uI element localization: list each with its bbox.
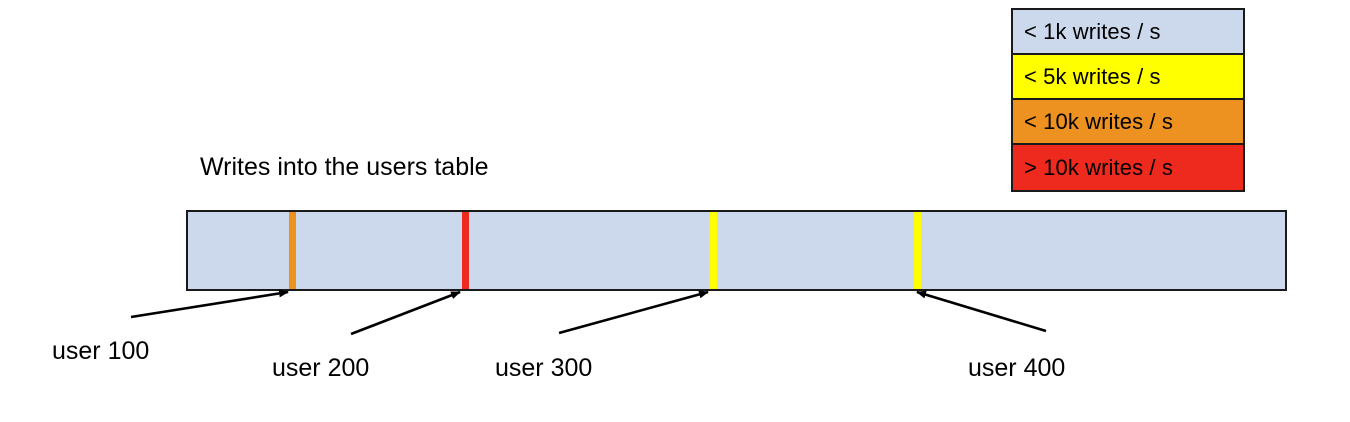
write-rate-legend: < 1k writes / s < 5k writes / s < 10k wr… xyxy=(1011,8,1245,192)
legend-label-under-10k: < 10k writes / s xyxy=(1024,108,1173,134)
callout-label-user-200: user 200 xyxy=(272,354,370,382)
hotspot-stripe-user-400 xyxy=(914,212,921,289)
chart-title: Writes into the users table xyxy=(200,153,489,181)
legend-row-under-1k: < 1k writes / s xyxy=(1013,10,1243,55)
users-table-keyspace-bar xyxy=(186,210,1287,291)
legend-row-under-10k: < 10k writes / s xyxy=(1013,100,1243,145)
legend-row-under-5k: < 5k writes / s xyxy=(1013,55,1243,100)
hotspot-stripe-user-200 xyxy=(462,212,469,289)
callout-label-user-400: user 400 xyxy=(968,354,1066,382)
legend-label-over-10k: > 10k writes / s xyxy=(1024,154,1173,180)
hotspot-stripe-user-100 xyxy=(289,212,296,289)
arrow-user-400 xyxy=(916,290,1047,333)
arrow-user-100 xyxy=(130,289,289,319)
callout-label-user-300: user 300 xyxy=(495,354,593,382)
arrow-user-300 xyxy=(558,290,709,335)
arrow-user-200 xyxy=(350,290,461,336)
hotspot-stripe-user-300 xyxy=(710,212,717,289)
callout-label-user-100: user 100 xyxy=(52,337,150,365)
legend-row-over-10k: > 10k writes / s xyxy=(1013,145,1243,190)
legend-label-under-5k: < 5k writes / s xyxy=(1024,63,1161,89)
legend-label-under-1k: < 1k writes / s xyxy=(1024,18,1161,44)
